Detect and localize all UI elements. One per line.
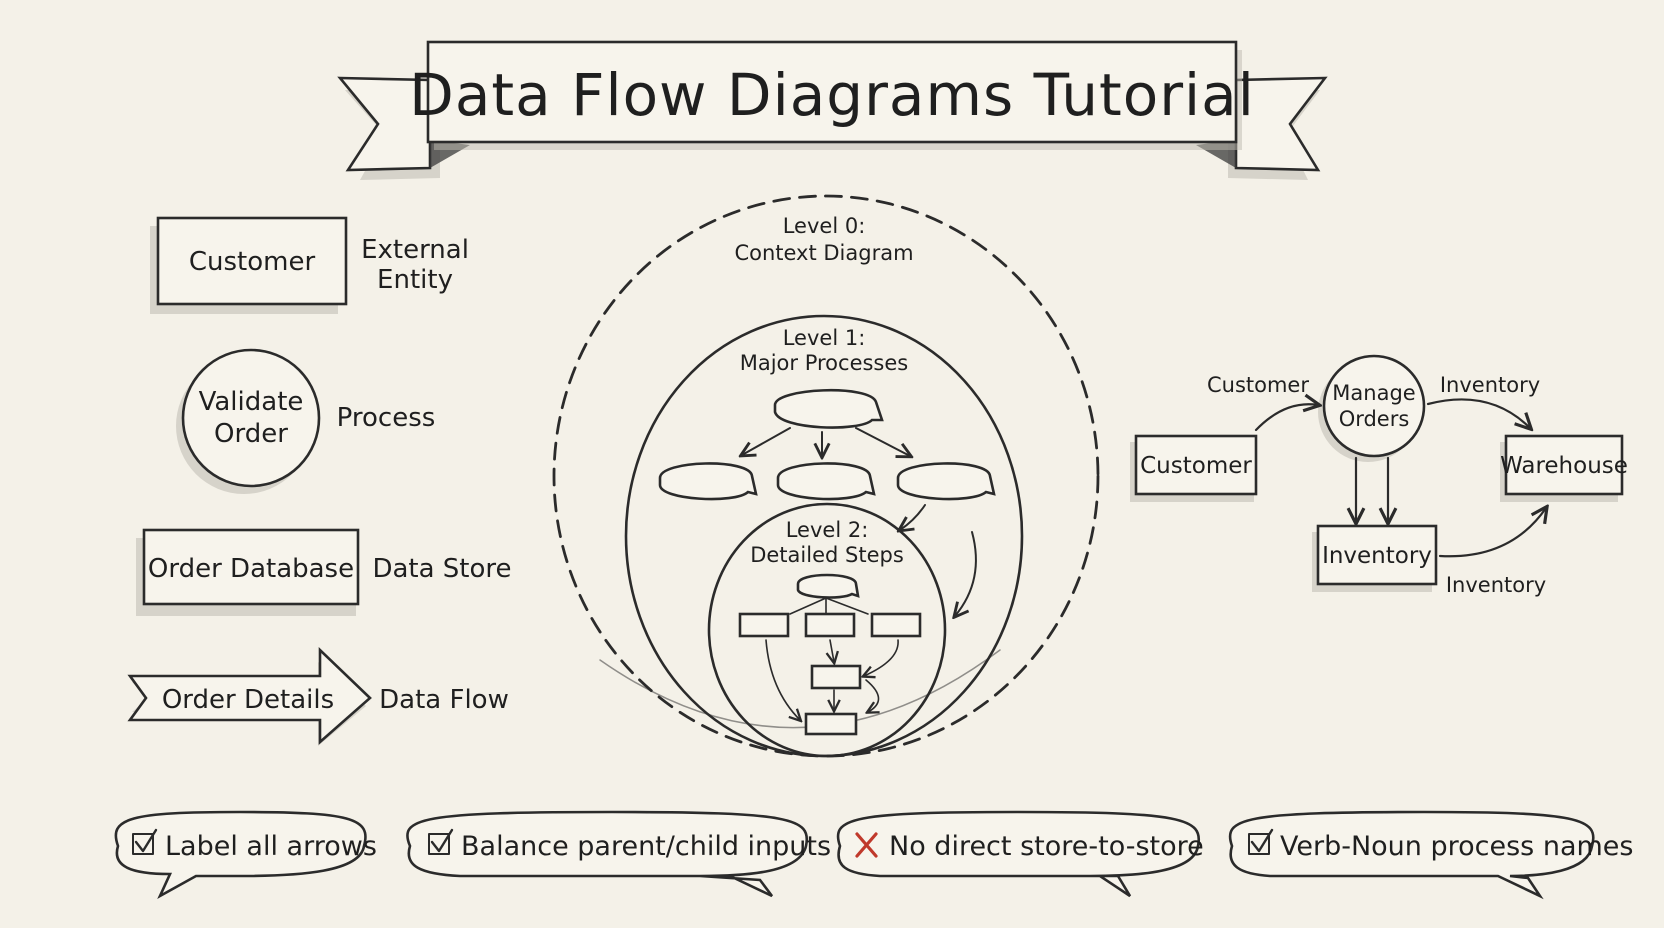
level2-step-e xyxy=(804,712,858,736)
example-inventory-label: Inventory xyxy=(1322,543,1432,569)
legend-data-store: Order Database Data Store xyxy=(136,528,512,616)
checkbox-checked-icon xyxy=(1248,828,1274,855)
example-process-circle xyxy=(1322,354,1426,458)
data-store-symbol xyxy=(142,528,360,606)
level2-step-a xyxy=(738,612,790,638)
legend-data-flow: Order Details Data Flow xyxy=(127,646,509,746)
data-flow-caption: Data Flow xyxy=(379,685,509,715)
level2-step-c xyxy=(870,612,922,638)
title-banner: Data Flow Diagrams Tutorial xyxy=(337,40,1328,180)
flow-label-inventory-bottom: Inventory xyxy=(1446,573,1546,597)
tip-label: Balance parent/child inputs xyxy=(461,831,831,862)
level0-label-line1: Level 0: xyxy=(783,214,866,238)
level2-label-line2: Detailed Steps xyxy=(750,543,904,567)
tip-label: No direct store-to-store xyxy=(889,831,1204,862)
example-process-line2: Orders xyxy=(1339,407,1410,431)
data-store-caption: Data Store xyxy=(372,554,511,584)
tip-label: Label all arrows xyxy=(165,831,377,862)
example-warehouse-label: Warehouse xyxy=(1500,453,1628,479)
ribbon-left-tail xyxy=(337,76,432,172)
external-entity-symbol-label: Customer xyxy=(189,247,316,277)
data-flow-symbol-label: Order Details xyxy=(162,685,334,715)
level1-process-b xyxy=(776,462,876,501)
checkbox-checked-icon xyxy=(428,828,454,855)
level1-top-process xyxy=(773,389,884,429)
data-flow-symbol xyxy=(127,646,372,745)
example-process-line1: Manage xyxy=(1332,381,1415,405)
tip-label: Verb-Noun process names xyxy=(1280,831,1633,862)
level1-process-a xyxy=(658,462,758,501)
data-store-symbol-label: Order Database xyxy=(148,554,354,584)
example-dfd: Customer Manage Orders Warehouse Invento… xyxy=(1130,354,1628,597)
flow-label-inventory-top: Inventory xyxy=(1440,373,1540,397)
example-customer-box xyxy=(1134,434,1258,496)
level2-step-d xyxy=(810,664,862,690)
tip-bubble-3: No direct store-to-store xyxy=(836,810,1204,898)
example-inventory-box xyxy=(1316,524,1438,586)
level1-process-c xyxy=(896,462,996,501)
external-entity-caption-line1: External xyxy=(361,235,469,265)
external-entity-caption-line2: Entity xyxy=(377,265,453,295)
legend-external-entity: Customer External Entity xyxy=(150,216,469,314)
tip-bubble-1: Label all arrows xyxy=(114,810,377,900)
level1-process-bubbles xyxy=(658,389,996,616)
level2-label-line1: Level 2: xyxy=(786,518,869,542)
cross-icon xyxy=(855,832,878,858)
level0-label-line2: Context Diagram xyxy=(734,241,913,265)
process-symbol xyxy=(181,348,321,488)
process-symbol-line2: Order xyxy=(214,419,288,449)
process-symbol-line1: Validate xyxy=(199,387,304,417)
level1-label-line2: Major Processes xyxy=(740,351,909,375)
level2-top-process xyxy=(796,573,860,599)
level2-circle xyxy=(707,502,947,758)
levels-diagram: Level 0: Context Diagram Level 1: Major … xyxy=(552,194,1100,758)
level2-steps xyxy=(738,573,922,736)
ribbon-right-tail xyxy=(1234,76,1328,172)
level2-step-b xyxy=(804,612,856,638)
external-entity-symbol xyxy=(156,216,348,306)
example-warehouse-box xyxy=(1504,434,1624,496)
level1-label-line1: Level 1: xyxy=(783,326,866,350)
tip-bubble-2: Balance parent/child inputs xyxy=(406,810,831,898)
tip-bubble-4: Verb-Noun process names xyxy=(1228,810,1633,900)
page-title: Data Flow Diagrams Tutorial xyxy=(409,61,1255,129)
checkbox-checked-icon xyxy=(132,828,158,855)
example-customer-label: Customer xyxy=(1140,453,1252,479)
legend-process: Validate Order Process xyxy=(176,348,436,494)
flow-label-customer: Customer xyxy=(1207,373,1309,397)
process-caption: Process xyxy=(337,403,436,433)
